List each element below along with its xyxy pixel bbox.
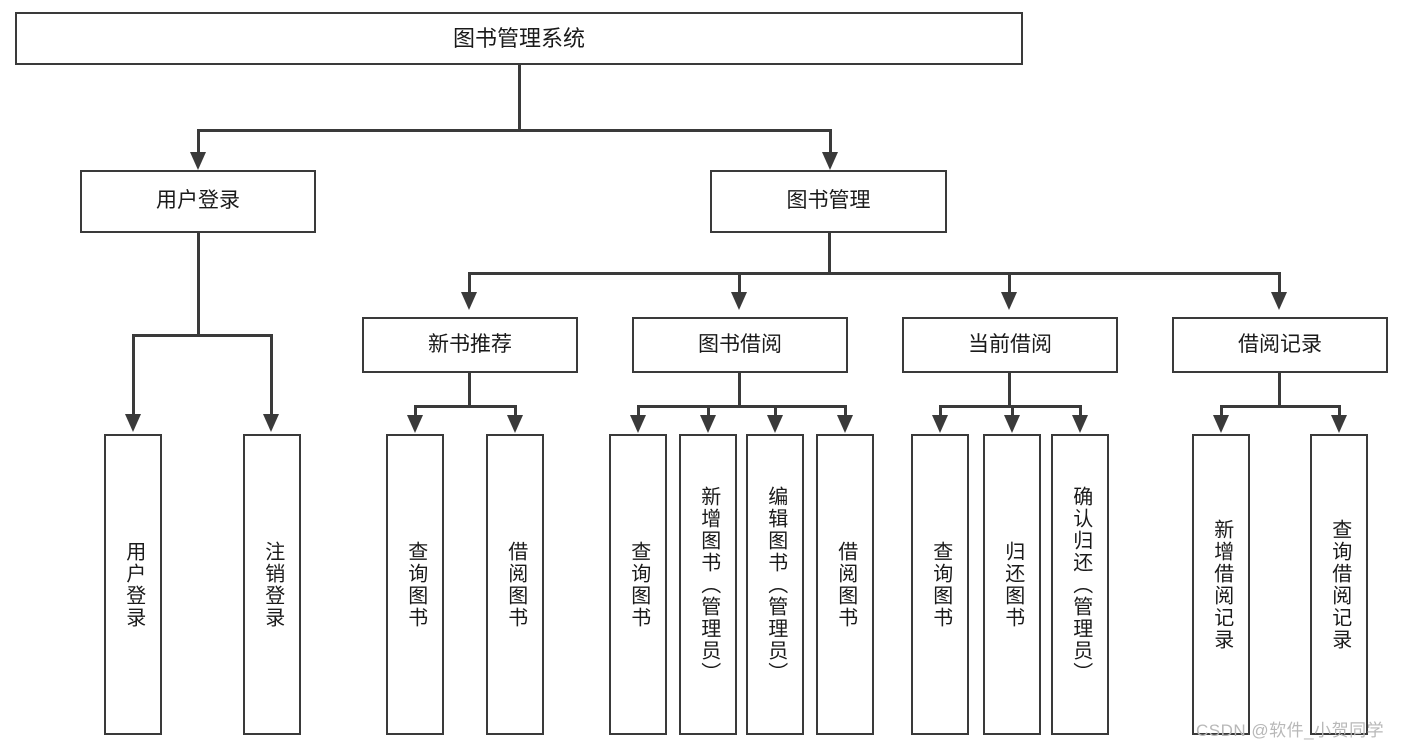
connector-user-login-bus — [132, 334, 272, 337]
arrow-bb-to-leaf-4 — [837, 415, 853, 433]
connector-bm-to-book-borrow — [738, 272, 741, 294]
connector-book-management-bus — [468, 272, 1278, 275]
leaf-query-book-current[interactable]: 查询图书 — [911, 434, 969, 735]
connector-nb-to-leaf-1 — [414, 405, 417, 417]
leaf-add-borrow-record-label: 新增借阅记录 — [1210, 518, 1233, 651]
node-user-login[interactable]: 用户登录 — [80, 170, 316, 233]
connector-current-borrow-bus — [939, 405, 1081, 408]
connector-bb-to-leaf-3 — [774, 405, 777, 417]
leaf-edit-book-admin[interactable]: 编辑图书（管理员） — [746, 434, 804, 735]
leaf-borrow-book-new[interactable]: 借阅图书 — [486, 434, 544, 735]
arrow-nb-to-leaf-1 — [407, 415, 423, 433]
connector-book-borrow-bus — [637, 405, 845, 408]
leaf-add-book-admin[interactable]: 新增图书（管理员） — [679, 434, 737, 735]
node-borrow-record[interactable]: 借阅记录 — [1172, 317, 1388, 373]
csdn-watermark: CSDN @软件_小贺同学 — [1196, 721, 1385, 740]
arrow-cb-to-leaf-1 — [932, 415, 948, 433]
arrow-nb-to-leaf-2 — [507, 415, 523, 433]
connector-root-to-user-login — [197, 129, 200, 154]
connector-user-login-to-leaf-2 — [270, 334, 273, 416]
leaf-user-login[interactable]: 用户登录 — [104, 434, 162, 735]
arrow-root-to-book-management — [822, 152, 838, 170]
connector-user-login-stem — [197, 233, 200, 336]
node-book-management-label: 图书管理 — [786, 189, 871, 213]
leaf-query-borrow-record-label: 查询借阅记录 — [1328, 518, 1351, 651]
connector-bb-to-leaf-1 — [637, 405, 640, 417]
node-book-borrow[interactable]: 图书借阅 — [632, 317, 848, 373]
arrow-bb-to-leaf-1 — [630, 415, 646, 433]
leaf-query-book-new-label: 查询图书 — [404, 540, 427, 629]
node-root-label: 图书管理系统 — [452, 25, 585, 51]
connector-user-login-to-leaf-1 — [132, 334, 135, 416]
arrow-user-login-to-leaf-2 — [263, 414, 279, 432]
node-book-borrow-label: 图书借阅 — [698, 332, 782, 356]
connector-borrow-record-stem — [1278, 373, 1281, 407]
connector-bm-to-current-borrow — [1008, 272, 1011, 294]
arrow-br-to-leaf-1 — [1213, 415, 1229, 433]
leaf-borrow-book-label: 借阅图书 — [834, 540, 857, 629]
leaf-user-login-label: 用户登录 — [122, 540, 145, 629]
arrow-cb-to-leaf-3 — [1072, 415, 1088, 433]
arrow-br-to-leaf-2 — [1331, 415, 1347, 433]
connector-cb-to-leaf-2 — [1011, 405, 1014, 417]
leaf-query-book-current-label: 查询图书 — [929, 540, 952, 629]
leaf-query-borrow-record[interactable]: 查询借阅记录 — [1310, 434, 1368, 735]
leaf-query-book-borrow[interactable]: 查询图书 — [609, 434, 667, 735]
node-new-book-recommend[interactable]: 新书推荐 — [362, 317, 578, 373]
leaf-query-book-new[interactable]: 查询图书 — [386, 434, 444, 735]
leaf-confirm-return-admin[interactable]: 确认归还（管理员） — [1051, 434, 1109, 735]
arrow-root-to-user-login — [190, 152, 206, 170]
arrow-bb-to-leaf-2 — [700, 415, 716, 433]
arrow-user-login-to-leaf-1 — [125, 414, 141, 432]
node-borrow-record-label: 借阅记录 — [1238, 332, 1322, 356]
connector-nb-to-leaf-2 — [514, 405, 517, 417]
connector-root-to-book-management — [829, 129, 832, 154]
connector-br-to-leaf-2 — [1338, 405, 1341, 417]
connector-new-book-stem — [468, 373, 471, 407]
connector-root-bus — [197, 129, 831, 132]
node-current-borrow-label: 当前借阅 — [968, 332, 1052, 356]
connector-bb-to-leaf-2 — [707, 405, 710, 417]
leaf-logout[interactable]: 注销登录 — [243, 434, 301, 735]
node-new-book-recommend-label: 新书推荐 — [428, 332, 512, 356]
connector-new-book-bus — [414, 405, 516, 408]
connector-br-to-leaf-1 — [1220, 405, 1223, 417]
arrow-bb-to-leaf-3 — [767, 415, 783, 433]
leaf-logout-label: 注销登录 — [261, 540, 284, 629]
leaf-add-book-admin-label: 新增图书（管理员） — [697, 485, 720, 684]
arrow-bm-to-current-borrow — [1001, 292, 1017, 310]
leaf-return-book-label: 归还图书 — [1001, 540, 1024, 629]
leaf-edit-book-admin-label: 编辑图书（管理员） — [764, 485, 787, 684]
arrow-bm-to-borrow-record — [1271, 292, 1287, 310]
connector-book-borrow-stem — [738, 373, 741, 407]
leaf-add-borrow-record[interactable]: 新增借阅记录 — [1192, 434, 1250, 735]
connector-bb-to-leaf-4 — [844, 405, 847, 417]
node-current-borrow[interactable]: 当前借阅 — [902, 317, 1118, 373]
node-book-management[interactable]: 图书管理 — [710, 170, 947, 233]
connector-cb-to-leaf-3 — [1079, 405, 1082, 417]
connector-cb-to-leaf-1 — [939, 405, 942, 417]
node-root[interactable]: 图书管理系统 — [15, 12, 1023, 65]
node-user-login-label: 用户登录 — [156, 189, 240, 213]
connector-borrow-record-bus — [1220, 405, 1340, 408]
leaf-borrow-book-new-label: 借阅图书 — [504, 540, 527, 629]
connector-bm-to-borrow-record — [1278, 272, 1281, 294]
connector-root-stem — [518, 65, 521, 131]
arrow-bm-to-book-borrow — [731, 292, 747, 310]
arrow-bm-to-new-book — [461, 292, 477, 310]
connector-book-management-stem — [828, 233, 831, 275]
connector-current-borrow-stem — [1008, 373, 1011, 407]
leaf-query-book-borrow-label: 查询图书 — [627, 540, 650, 629]
arrow-cb-to-leaf-2 — [1004, 415, 1020, 433]
leaf-return-book[interactable]: 归还图书 — [983, 434, 1041, 735]
leaf-confirm-return-admin-label: 确认归还（管理员） — [1069, 485, 1092, 684]
leaf-borrow-book[interactable]: 借阅图书 — [816, 434, 874, 735]
connector-bm-to-new-book — [468, 272, 471, 294]
